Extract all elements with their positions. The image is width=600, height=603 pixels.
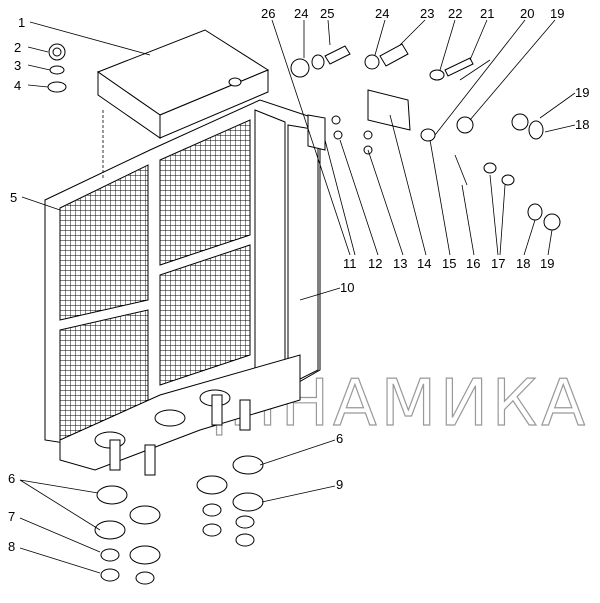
callout-8: 8 xyxy=(8,539,15,554)
callout-19-top: 19 xyxy=(550,6,564,21)
rubber-mounts xyxy=(94,455,264,585)
callout-20: 20 xyxy=(520,6,534,21)
callout-1: 1 xyxy=(18,15,25,30)
callout-25: 25 xyxy=(320,6,334,21)
callout-26: 26 xyxy=(261,6,275,21)
callout-14: 14 xyxy=(417,256,431,271)
callout-17: 17 xyxy=(491,256,505,271)
callout-13: 13 xyxy=(393,256,407,271)
callout-6: 6 xyxy=(8,471,15,486)
callout-19: 19 xyxy=(540,256,554,271)
callout-23: 23 xyxy=(420,6,434,21)
callout-24: 24 xyxy=(294,6,308,21)
callout-2: 2 xyxy=(14,40,21,55)
radiator-body xyxy=(44,99,321,476)
callout-5: 5 xyxy=(10,190,17,205)
callout-15: 15 xyxy=(442,256,456,271)
callout-11: 11 xyxy=(343,256,357,271)
callout-3: 3 xyxy=(14,58,21,73)
callout-9: 9 xyxy=(336,477,343,492)
callout-21: 21 xyxy=(480,6,494,21)
callout-22: 22 xyxy=(448,6,462,21)
callout-10: 10 xyxy=(340,280,354,295)
callout-24b: 24 xyxy=(375,6,389,21)
callout-6b: 6 xyxy=(336,431,343,446)
leader-lines xyxy=(19,19,576,574)
callout-19-right: 19 xyxy=(575,85,589,100)
callout-12: 12 xyxy=(368,256,382,271)
callout-18-right: 18 xyxy=(575,117,589,132)
callout-4: 4 xyxy=(14,78,21,93)
callout-7: 7 xyxy=(8,509,15,524)
callout-18: 18 xyxy=(516,256,530,271)
callout-labels: 1 2 3 4 5 6 7 8 6 9 10 11 12 13 14 15 16… xyxy=(8,6,589,554)
top-cover xyxy=(96,29,270,139)
callout-16: 16 xyxy=(466,256,480,271)
